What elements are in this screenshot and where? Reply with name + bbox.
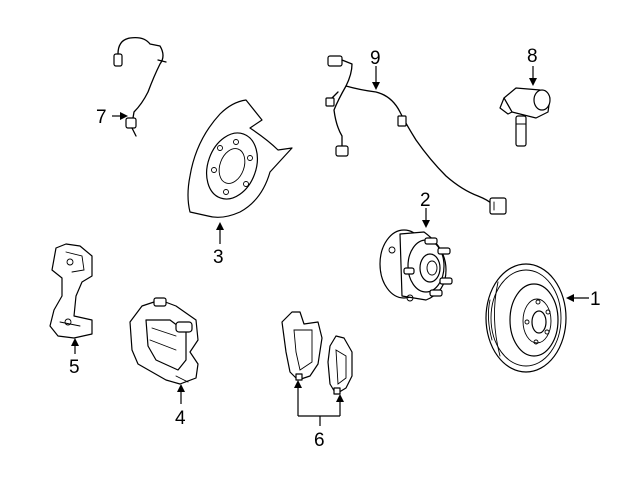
callout-6: 6 <box>294 380 344 451</box>
svg-text:7: 7 <box>96 107 107 128</box>
callout-3: 3 <box>213 222 224 268</box>
front-sensor-wire <box>325 55 507 215</box>
svg-text:6: 6 <box>314 430 325 451</box>
splash-shield <box>187 99 293 218</box>
callout-2: 2 <box>420 190 431 228</box>
svg-text:3: 3 <box>213 247 224 268</box>
callout-9: 9 <box>370 48 381 90</box>
callout-8: 8 <box>527 46 538 86</box>
brake-pad-outer <box>327 335 353 395</box>
svg-text:9: 9 <box>370 48 381 69</box>
wheel-speed-sensor <box>499 87 551 147</box>
svg-text:8: 8 <box>527 46 538 67</box>
svg-text:5: 5 <box>69 357 80 378</box>
brake-pad-inner <box>281 311 323 381</box>
caliper-bracket <box>49 243 93 339</box>
callout-1: 1 <box>566 289 601 310</box>
brake-caliper <box>129 297 199 385</box>
svg-text:4: 4 <box>175 408 186 429</box>
callout-5: 5 <box>69 338 80 378</box>
brake-rotor <box>485 263 567 373</box>
wheel-hub <box>379 229 453 302</box>
svg-text:1: 1 <box>590 289 601 310</box>
rear-sensor-wire <box>113 36 167 137</box>
callout-4: 4 <box>175 384 186 429</box>
callout-7: 7 <box>96 107 128 128</box>
svg-text:2: 2 <box>420 190 431 211</box>
